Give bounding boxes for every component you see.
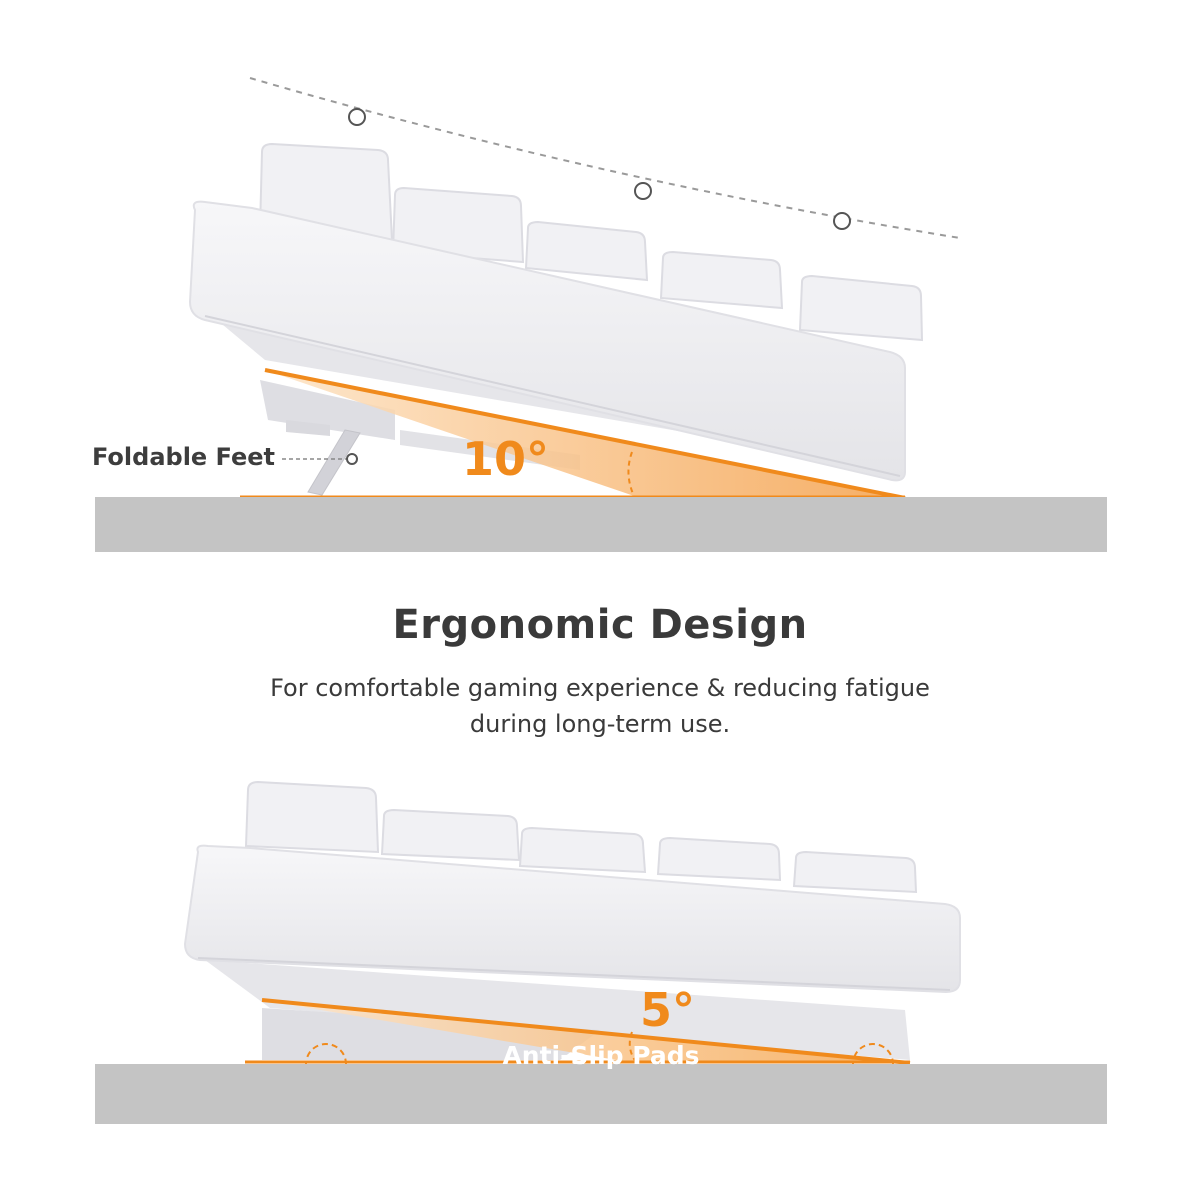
- subtitle-line-2: during long-term use.: [469, 710, 731, 738]
- keyboard-body: [188, 200, 906, 482]
- keyboard-body: [183, 844, 961, 994]
- typing-arc-line: [249, 77, 961, 239]
- keycaps: [244, 780, 918, 894]
- angle-arc: [627, 451, 635, 497]
- anti-slip-pads-label: Anti-Slip Pads: [502, 1041, 700, 1070]
- angle-arc: [628, 1031, 637, 1063]
- desk-surface: [95, 497, 1107, 552]
- keyboard-10-degree-illustration: [0, 0, 1200, 580]
- foldable-feet-label: Foldable Feet: [92, 443, 275, 471]
- foot-hinge: [286, 420, 330, 436]
- keyboard-5-degree-illustration: [0, 760, 1200, 1200]
- keyboard-side-view-low: [95, 780, 1107, 1124]
- keyboard-side-view-high: [95, 77, 1107, 552]
- foldable-foot-icon: [307, 429, 361, 496]
- section-subtitle: For comfortable gaming experience & redu…: [0, 670, 1200, 742]
- arc-point: [833, 212, 851, 230]
- section-title: Ergonomic Design: [392, 602, 808, 648]
- arc-point: [634, 182, 652, 200]
- angle-5-label: 5°: [640, 983, 696, 1037]
- desk-surface: [95, 1064, 1107, 1124]
- keyboard-base: [205, 960, 910, 1060]
- keycaps: [258, 142, 924, 342]
- angle-10-label: 10°: [462, 432, 550, 486]
- subtitle-line-1: For comfortable gaming experience & redu…: [270, 674, 930, 702]
- arc-point: [348, 108, 366, 126]
